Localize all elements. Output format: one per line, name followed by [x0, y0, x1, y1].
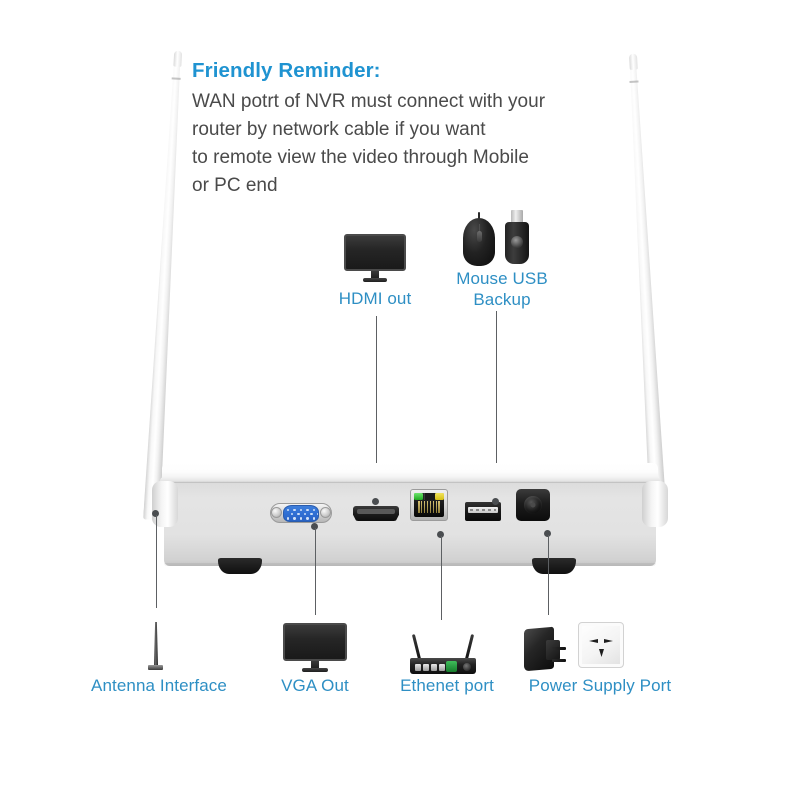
- antenna-right: [624, 53, 668, 520]
- ethernet-port[interactable]: [410, 489, 448, 523]
- antenna-right-rod: [624, 58, 667, 520]
- usb-flash-drive-icon: [503, 210, 531, 266]
- reminder-line-4: or PC end: [192, 174, 278, 196]
- vga-port[interactable]: [270, 495, 346, 533]
- antenna-icon-rod: [154, 622, 158, 666]
- power-prong-upper: [552, 647, 566, 650]
- leader-dot-antenna: [152, 510, 159, 517]
- router-antenna-left: [411, 634, 422, 660]
- rj45-pins: [418, 501, 440, 513]
- label-ethernet-port: Ethenet port: [400, 676, 494, 695]
- rj45-shield: [410, 489, 448, 521]
- antenna-right-tip: [628, 53, 638, 70]
- leader-line-vga: [315, 528, 316, 615]
- antenna-left-tip: [173, 50, 183, 67]
- router-power-jack: [463, 663, 471, 671]
- reminder-title: Friendly Reminder:: [192, 59, 381, 82]
- antenna-icon-base: [148, 665, 163, 670]
- reminder-line-3: to remote view the video through Mobile: [192, 146, 529, 168]
- router-antenna-right: [464, 634, 475, 660]
- leader-line-antenna: [156, 515, 157, 608]
- usb-tongue: [468, 507, 498, 513]
- label-vga-out: VGA Out: [281, 676, 349, 695]
- leader-dot-ethernet: [437, 531, 444, 538]
- monitor-screen: [283, 623, 347, 661]
- wall-socket-faceplate: [578, 622, 624, 668]
- vga-pin-grid: [287, 509, 318, 520]
- vga-screw-right: [320, 507, 331, 518]
- usb-drive-ring: [511, 236, 523, 248]
- leader-line-power: [548, 535, 549, 615]
- router-icon: [410, 632, 476, 674]
- ethernet-led-yellow: [435, 493, 444, 500]
- dc-jack-hole: [524, 496, 542, 514]
- router-wan-port: [446, 661, 457, 672]
- power-adapter-head: [546, 640, 560, 660]
- hdmi-monitor-icon: [344, 234, 406, 284]
- hdmi-connector: [353, 506, 399, 521]
- socket-slot-bottom: [599, 649, 604, 657]
- power-prong-lower: [552, 659, 566, 662]
- hdmi-port[interactable]: [353, 495, 399, 525]
- antenna-hinge-right: [642, 481, 668, 527]
- vga-connector: [283, 505, 319, 522]
- vga-screw-left: [271, 507, 282, 518]
- mouse-scroll-wheel: [476, 231, 482, 242]
- mouse-button-split: [478, 224, 480, 233]
- nvr-top-edge: [160, 477, 660, 484]
- ethernet-led-green: [414, 493, 423, 500]
- label-antenna-interface: Antenna Interface: [91, 676, 227, 695]
- usb-connector: [465, 502, 501, 521]
- friendly-reminder-note: Friendly Reminder: WAN potrt of NVR must…: [192, 58, 612, 200]
- leader-line-ethernet: [441, 536, 442, 620]
- leader-line-hdmi: [376, 316, 377, 505]
- router-lan-ports: [415, 664, 445, 671]
- router-body: [410, 658, 476, 674]
- reminder-line-2: router by network cable if you want: [192, 118, 486, 140]
- leader-dot-usb: [492, 498, 499, 505]
- power-adapter-icon: [524, 624, 566, 674]
- monitor-neck: [311, 661, 319, 668]
- nvr-foot-right: [532, 558, 576, 574]
- antenna-left-rod: [143, 55, 186, 520]
- monitor-neck: [371, 271, 379, 278]
- nvr-top-surface: [162, 463, 658, 479]
- leader-dot-power: [544, 530, 551, 537]
- socket-slot-left: [589, 639, 598, 643]
- monitor-base: [363, 278, 387, 282]
- mouse-body: [463, 218, 495, 266]
- reminder-body: WAN potrt of NVR must connect with your …: [192, 88, 612, 200]
- leader-dot-vga: [311, 523, 318, 530]
- mouse-cord: [478, 212, 480, 221]
- antenna-icon: [148, 622, 164, 672]
- usb-connector: [511, 210, 523, 224]
- leader-line-usb: [496, 311, 497, 505]
- label-hdmi-out: HDMI out: [338, 289, 412, 308]
- reminder-line-1: WAN potrt of NVR must connect with your: [192, 90, 546, 112]
- usb-port[interactable]: [465, 493, 501, 523]
- nvr-foot-left: [218, 558, 262, 574]
- socket-slot-right: [604, 639, 613, 643]
- vga-monitor-icon: [283, 623, 347, 673]
- monitor-screen: [344, 234, 406, 271]
- wall-socket-icon: [578, 622, 624, 668]
- antenna-left: [143, 50, 187, 520]
- label-power-supply-port: Power Supply Port: [528, 676, 672, 695]
- leader-dot-hdmi: [372, 498, 379, 505]
- dc-power-jack[interactable]: [516, 489, 550, 523]
- mouse-icon: [463, 212, 497, 268]
- dc-jack-body: [516, 489, 550, 521]
- monitor-base: [302, 668, 328, 672]
- label-mouse-usb-backup: Mouse USB Backup: [456, 269, 548, 309]
- nvr-rear-panel: [152, 463, 668, 574]
